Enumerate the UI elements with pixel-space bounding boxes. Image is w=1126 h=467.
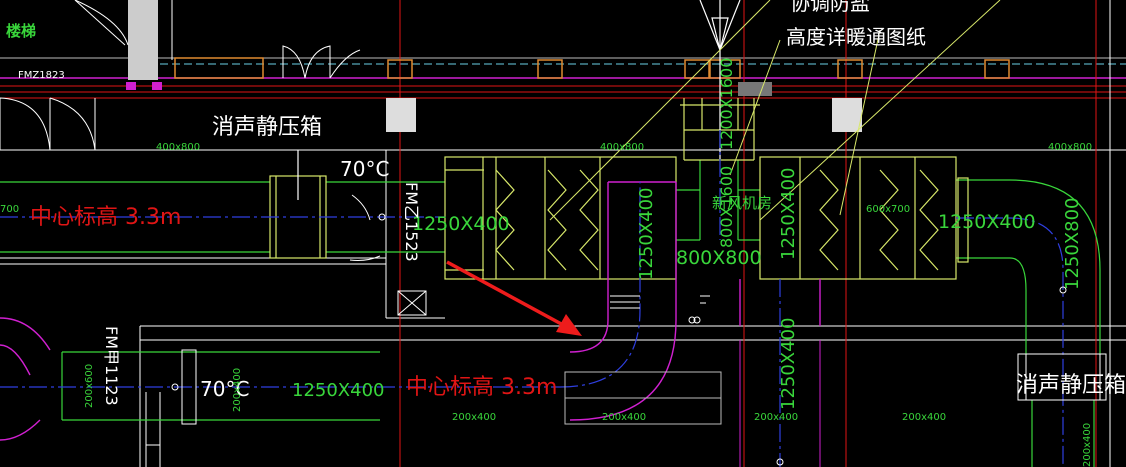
dim-400x800-a: 400x800 [156, 142, 200, 153]
center-height-top: 中心标高 3.3m [30, 205, 181, 230]
dim-700-left: 700 [0, 204, 19, 215]
dim-800x1600-vertical: 800X1600 [717, 166, 736, 248]
dim-200x400-a: 200x400 [452, 412, 496, 423]
dim-200x400-f-vertical: 200x400 [1082, 423, 1093, 467]
dim-200x400-b: 200x400 [602, 412, 646, 423]
magenta-ducts [0, 181, 821, 441]
door-fm-b-vertical: FM乙1523 [402, 182, 421, 262]
dim-1250x800-vertical: 1250X800 [1062, 198, 1083, 291]
columns [386, 98, 862, 132]
dim-1250x400-b-vertical: 1250X400 [636, 188, 657, 281]
dim-1250x400-c-vertical: 1250X400 [778, 168, 799, 261]
vertical-duct-top [680, 0, 760, 161]
door-fmz-label: FMZ1823 [18, 70, 65, 81]
top-orange-frames [174, 57, 1010, 79]
dim-1250x400-d-vertical: 1250X400 [778, 318, 799, 411]
dim-600x700: 600x700 [866, 204, 910, 215]
dim-200x400-d: 200x400 [902, 412, 946, 423]
dim-800x800: 800X800 [676, 247, 762, 269]
dim-1200x1600-vertical: 1200X1600 [717, 58, 736, 150]
door-fm-a-vertical: FM甲1123 [102, 326, 121, 406]
room-label: 新风机房 [712, 194, 772, 212]
dim-200x400-c: 200x400 [754, 412, 798, 423]
stair-area [0, 0, 162, 151]
blue-centerlines [0, 130, 1064, 467]
muffler-right-label: 消声静压箱 [1016, 373, 1126, 398]
dim-1250x400-bottom: 1250X400 [292, 380, 385, 401]
door-arcs [282, 45, 361, 79]
note-line1: 协调防盐 [790, 0, 870, 15]
dim-1250x400-a: 1250X400 [412, 213, 510, 235]
dim-1250x400-right: 1250X400 [938, 211, 1036, 233]
center-height-bottom: 中心标高 3.3m [406, 375, 557, 400]
dim-200x400-e-vertical: 200x400 [232, 368, 243, 412]
muffler-left-label: 消声静压箱 [212, 115, 322, 140]
gray-block [738, 82, 772, 96]
stair-label: 楼梯 [6, 22, 36, 40]
note-line2: 高度详暖通图纸 [786, 25, 926, 49]
angle-bottom-label: 70°C [200, 377, 249, 401]
dim-400x800-b: 400x800 [600, 142, 644, 153]
red-arrow [446, 260, 582, 336]
green-ducts [0, 160, 1101, 467]
fixtures [171, 194, 1107, 466]
dim-200x600-vertical: 200x600 [84, 364, 95, 408]
leader-lines [549, 0, 1001, 221]
dim-400x800-c: 400x800 [1048, 142, 1092, 153]
angle-top-label: 70°C [340, 157, 389, 181]
bottom-duct-outline [564, 371, 722, 425]
